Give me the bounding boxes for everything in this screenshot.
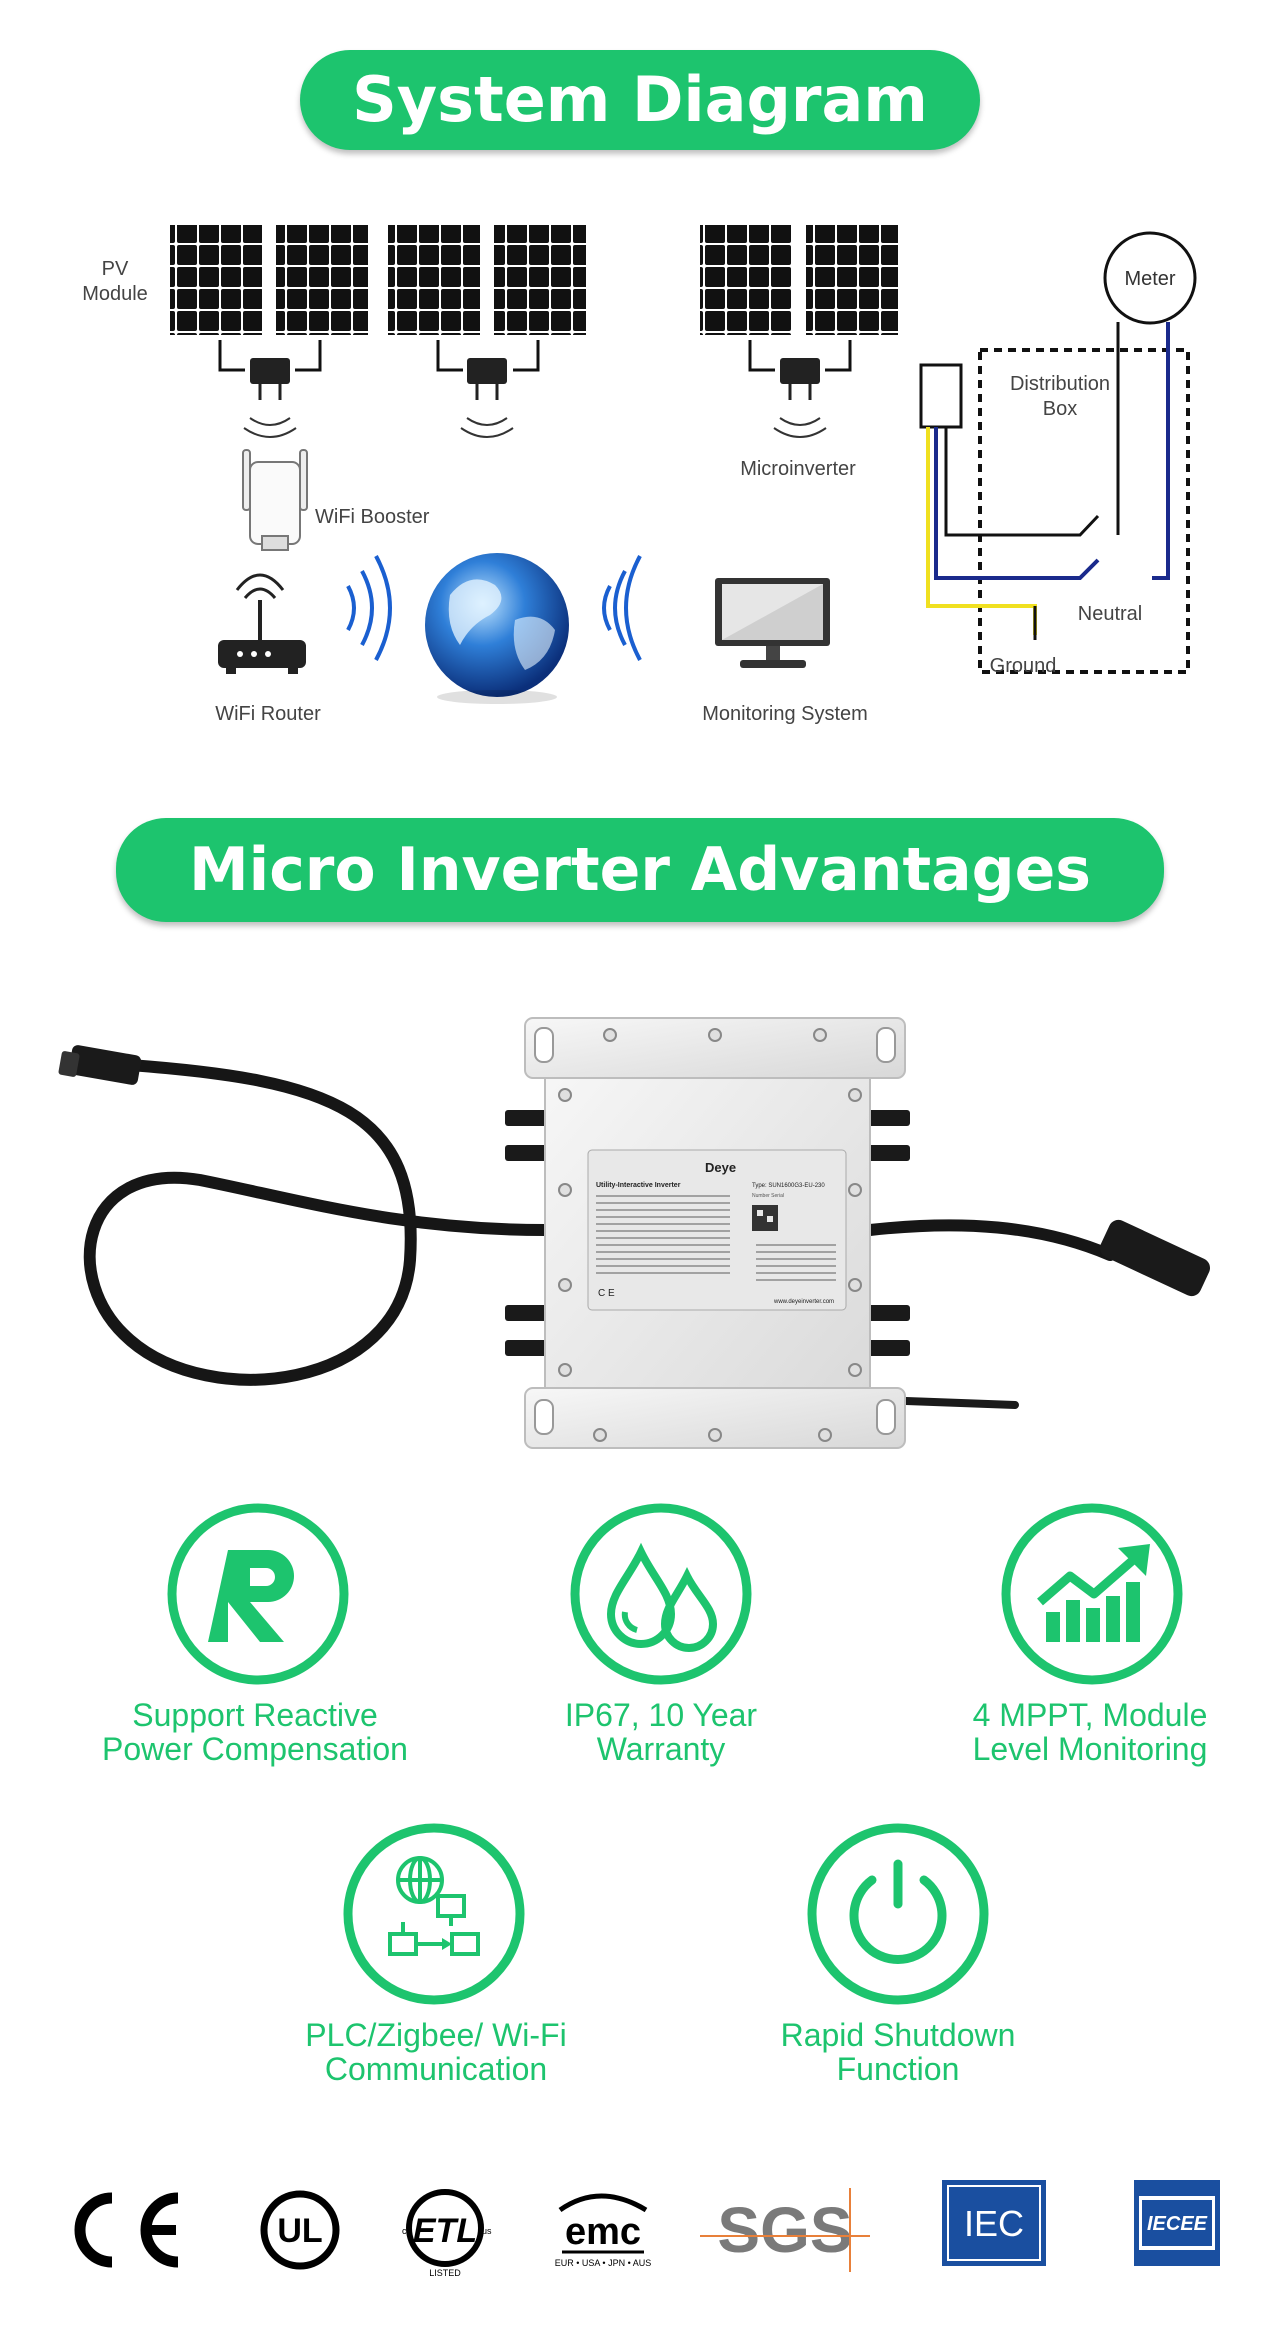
svg-text:c: c [402,2226,407,2236]
wifi-router-label: WiFi Router [215,703,321,725]
wifi-router-icon [218,573,306,674]
advantages-title: Micro Inverter Advantages [116,818,1164,922]
advantage-line1: Support Reactive [132,1697,378,1733]
monitoring-system-label: Monitoring System [702,703,868,725]
r-letter-icon [167,1503,349,1685]
advantage-line2: Level Monitoring [972,1731,1208,1767]
iec-text: IEC [964,2203,1024,2244]
ac-cable-icon [58,1045,551,1386]
power-icon [807,1823,989,2005]
advantage-line2: Communication [324,2051,548,2087]
advantage-communication: PLC/Zigbee/ Wi-Fi Communication [246,2018,626,2086]
iecee-mark-icon: IECEE [1134,2180,1220,2266]
globe-icon [425,553,569,704]
advantage-line1: 4 MPPT, Module [972,1697,1208,1733]
neutral-label: Neutral [1078,603,1142,625]
qr-code-icon [752,1205,778,1231]
brand-label: Deye [705,1160,736,1175]
ul-text: UL [277,2212,322,2250]
ce-mark-icon [74,2192,179,2268]
advantage-reactive-power: Support Reactive Power Compensation [65,1698,445,1766]
distribution-box [919,231,1197,674]
wifi-booster-label: WiFi Booster [315,506,430,528]
rating-label [587,1149,847,1311]
pv-module-label-line2: Module [82,283,148,305]
label-ce-mark: C E [598,1288,615,1299]
svg-text:us: us [482,2226,492,2236]
system-diagram: PV Module Microinverter WiFi Booster [82,225,1197,725]
emc-text: emc [565,2211,641,2253]
label-serial: Number Serial [752,1193,784,1199]
pv-module-label: PV [102,258,129,280]
growth-chart-icon [1001,1503,1183,1685]
emc-mark-icon: emc EUR • USA • JPN • AUS [555,2193,651,2268]
iecee-text: IECEE [1147,2213,1208,2235]
label-website: www.deyeinverter.com [773,1299,834,1305]
pv-panel-group-1 [170,225,368,438]
screws [558,1028,862,1442]
connectors-right [868,1110,910,1356]
label-type: Type: SUN1600G3-EU-230 [752,1183,825,1189]
sgs-mark-icon: SGS [700,2188,870,2272]
sgs-text: SGS [717,2194,852,2266]
network-globe-icon [343,1823,525,2005]
water-drops-icon [570,1503,752,1685]
signal-waves-left [346,555,392,661]
advantage-line2: Function [836,2051,960,2087]
connectors-left [505,1110,547,1356]
etl-listed-text: LISTED [429,2268,461,2278]
monitor-icon [715,578,830,668]
etl-text: ETL [413,2212,477,2250]
iec-mark-icon: IEC [942,2180,1046,2266]
micro-inverter-product: Deye Utility-Interactive Inverter Type: … [58,1017,1211,1449]
advantage-line2: Warranty [596,1731,726,1767]
dc-cable-icon [864,1219,1211,1297]
advantage-line1: IP67, 10 Year [564,1697,758,1733]
microinverter-label: Microinverter [740,458,856,480]
pv-panel-group-2 [388,225,586,438]
ul-mark-icon: UL [260,2190,340,2270]
advantage-line1: Rapid Shutdown [780,2017,1016,2053]
pv-panel-group-3 [700,225,898,438]
distribution-box-label: Distribution [1010,373,1110,395]
advantage-rapid-shutdown: Rapid Shutdown Function [708,2018,1088,2086]
advantage-line1: PLC/Zigbee/ Wi-Fi [305,2017,567,2053]
label-title: Utility-Interactive Inverter [596,1182,681,1189]
etl-mark-icon: ETL LISTED c us [402,2189,492,2278]
system-diagram-title: System Diagram [300,50,980,150]
distribution-box-label-line2: Box [1043,398,1077,420]
emc-regions-text: EUR • USA • JPN • AUS [555,2258,651,2268]
advantage-ip67: IP67, 10 Year Warranty [471,1698,851,1766]
ground-label: Ground [990,655,1057,677]
meter-label: Meter [1124,268,1175,290]
advantage-mppt: 4 MPPT, Module Level Monitoring [900,1698,1280,1766]
wifi-booster-icon [242,449,308,551]
advantage-line2: Power Compensation [102,1731,408,1767]
signal-waves-right [602,555,642,661]
